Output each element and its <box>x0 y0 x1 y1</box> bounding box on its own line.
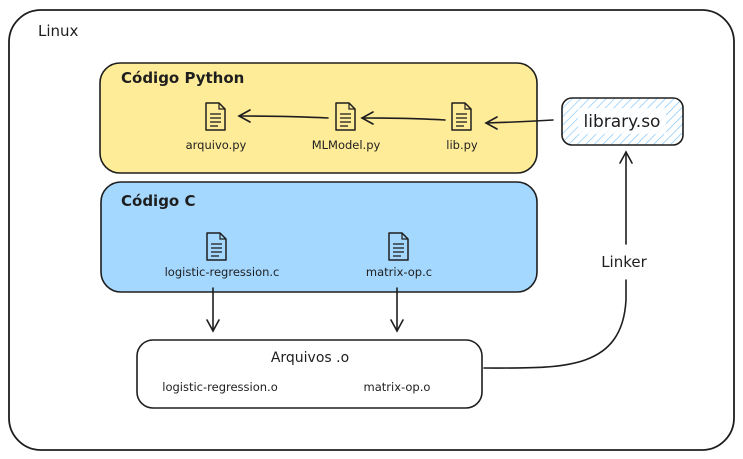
arrow-lib-to-mlmodel <box>360 111 446 125</box>
file-lib-py: lib.py <box>446 138 478 152</box>
object-files-title: Arquivos .o <box>271 350 349 366</box>
file-mlmodel-py: MLModel.py <box>312 138 381 152</box>
library-so-label: library.so <box>584 112 661 132</box>
c-code-box <box>100 181 538 293</box>
linux-container <box>8 9 735 451</box>
linker-connector <box>483 150 633 369</box>
file-logistic-regression-c: logistic-regression.c <box>165 265 280 279</box>
library-so-label-bg <box>578 108 666 134</box>
linker-label: Linker <box>601 253 647 271</box>
arrow-c-to-o-matrix <box>390 287 404 333</box>
arrow-library-to-lib <box>484 116 554 130</box>
file-logistic-regression-o: logistic-regression.o <box>162 380 278 394</box>
arrow-mlmodel-to-arquivo <box>237 109 329 123</box>
arrow-c-to-o-logistic <box>206 287 220 333</box>
object-files-box <box>136 339 483 409</box>
c-code-title: Código C <box>121 192 195 210</box>
file-matrix-op-o: matrix-op.o <box>364 380 431 394</box>
file-arquivo-py: arquivo.py <box>186 138 247 152</box>
linux-label: Linux <box>38 22 79 40</box>
file-matrix-op-c: matrix-op.c <box>366 265 432 279</box>
python-code-title: Código Python <box>121 69 244 87</box>
